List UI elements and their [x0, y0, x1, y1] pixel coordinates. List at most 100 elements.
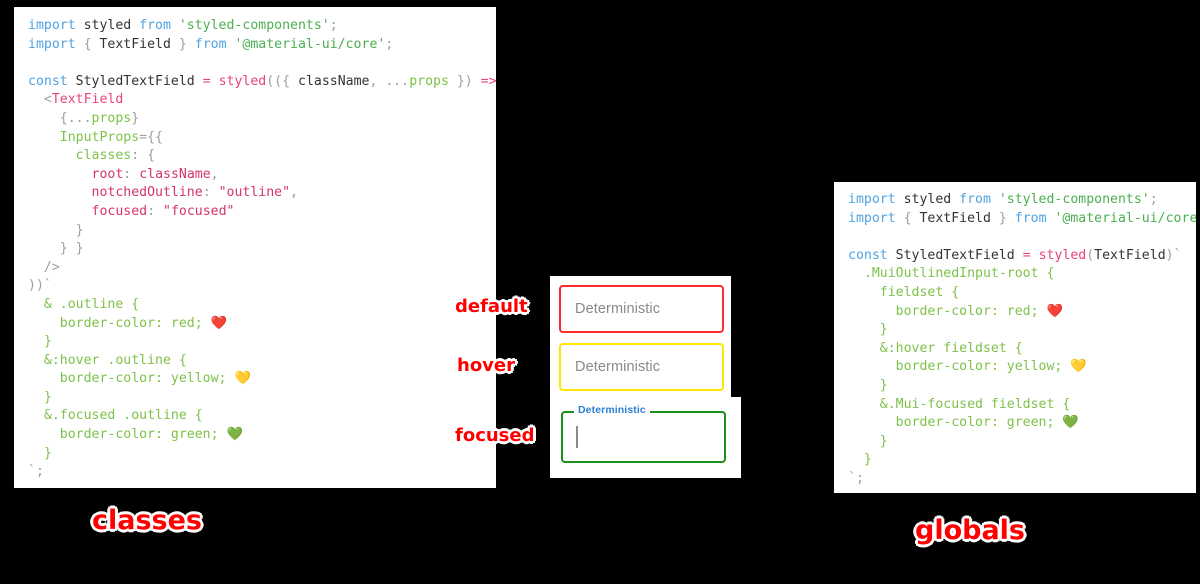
code-line: [28, 54, 496, 73]
code-line: border-color: yellow; 💛: [28, 370, 496, 389]
code-line: border-color: green; 💚: [28, 426, 496, 445]
code-line: }: [848, 451, 1196, 470]
code-token: styled: [218, 73, 267, 89]
code-panel-classes: import styled from 'styled-components';i…: [14, 7, 496, 488]
code-token: ,: [290, 185, 298, 201]
code-token: }: [28, 222, 84, 238]
code-line: import { TextField } from '@material-ui/…: [848, 210, 1196, 229]
code-token: StyledTextField: [75, 73, 203, 89]
code-token: border-color: green;: [28, 427, 227, 443]
code-token: const: [848, 247, 896, 263]
code-token: )`: [1165, 247, 1182, 263]
code-line: }: [848, 377, 1196, 396]
heart-emoji: 💛: [1070, 359, 1087, 375]
code-token: props: [91, 110, 132, 126]
code-line: <TextField: [28, 91, 496, 110]
code-token: :: [147, 203, 163, 219]
code-token: '@material-ui/core': [1054, 210, 1196, 226]
code-line: />: [28, 259, 496, 278]
code-token: ;: [385, 36, 394, 52]
code-token: TextField: [919, 210, 999, 226]
code-token: border-color: yellow;: [28, 371, 235, 387]
code-token: import: [848, 192, 904, 207]
code-token: [28, 130, 60, 145]
code-line: }: [28, 445, 496, 464]
code-line: InputProps={{: [28, 129, 496, 148]
code-token: [28, 185, 92, 200]
code-token: [28, 204, 92, 219]
code-token: import: [28, 18, 84, 33]
code-line: &:hover fieldset {: [848, 340, 1196, 359]
annotation-focused: focused: [455, 425, 535, 446]
code-line: }: [848, 321, 1196, 340]
code-line: root: className,: [28, 166, 496, 185]
code-token: classes: [75, 148, 132, 164]
code-token: & .outline {: [28, 296, 140, 312]
code-token: :: [202, 185, 219, 201]
code-panel-globals: import styled from 'styled-components'; i…: [834, 182, 1196, 493]
code-token: styled: [83, 18, 140, 33]
code-line: &.Mui-focused fieldset {: [848, 396, 1196, 415]
textfield-focused-label: Deterministic: [574, 405, 650, 416]
code-line: const StyledTextField = styled(({ classN…: [28, 73, 496, 92]
code-token: {: [282, 73, 298, 89]
code-token: '@material-ui/core': [234, 36, 386, 52]
code-token: TextField: [1094, 247, 1166, 263]
code-token: `;: [848, 470, 864, 486]
textfield-hover[interactable]: Deterministic: [559, 343, 724, 391]
code-token: {...: [28, 110, 92, 126]
code-token: ,: [210, 166, 219, 182]
code-line: border-color: green; 💚: [848, 414, 1196, 433]
code-token: from: [1014, 210, 1055, 226]
caption-globals: globals: [915, 515, 1026, 546]
code-block-classes[interactable]: import styled from 'styled-components';i…: [28, 17, 496, 482]
code-token: 'styled-components': [998, 192, 1150, 207]
heart-emoji: 💚: [1062, 415, 1079, 431]
code-token: } }: [28, 241, 84, 257]
code-token: ))`: [28, 278, 52, 294]
code-line: & .outline {: [28, 296, 496, 315]
code-token: border-color: red;: [28, 315, 211, 331]
code-token: }: [28, 334, 52, 350]
code-token: ,: [369, 73, 386, 89]
code-line: `;: [848, 470, 1196, 489]
code-token: `;: [28, 464, 44, 480]
code-token: .MuiOutlinedInput-root {: [848, 266, 1055, 282]
code-line: } }: [28, 240, 496, 259]
code-token: }: [28, 445, 52, 461]
code-token: &:hover .outline {: [28, 352, 187, 368]
code-token: }: [998, 210, 1015, 226]
code-token: {: [83, 36, 100, 52]
code-token: }): [456, 73, 481, 89]
code-line: fieldset {: [848, 284, 1196, 303]
code-token: &:hover fieldset {: [848, 340, 1023, 356]
code-token: props: [409, 73, 457, 89]
code-token: &.focused .outline {: [28, 408, 203, 424]
code-line: [848, 228, 1196, 247]
code-line: border-color: red; ❤️: [848, 303, 1196, 322]
code-block-globals[interactable]: import styled from 'styled-components'; i…: [848, 191, 1196, 489]
caption-classes: classes: [92, 505, 203, 536]
code-token: ;: [1149, 192, 1158, 207]
code-token: border-color: green;: [848, 415, 1063, 431]
code-line: border-color: red; ❤️: [28, 315, 496, 334]
textfield-default-value: Deterministic: [575, 301, 661, 317]
code-line: ))`: [28, 277, 496, 296]
code-token: ;: [329, 18, 338, 33]
code-token: }: [848, 452, 872, 468]
code-line: focused: "focused": [28, 203, 496, 222]
code-token: border-color: red;: [848, 303, 1047, 319]
code-token: from: [194, 36, 235, 52]
code-token: styled: [903, 192, 960, 207]
textfield-default[interactable]: Deterministic: [559, 285, 724, 333]
annotation-hover: hover: [457, 355, 515, 376]
textfield-focused[interactable]: Deterministic: [561, 405, 726, 463]
textfield-hover-value: Deterministic: [575, 359, 661, 375]
code-line: import { TextField } from '@material-ui/…: [28, 36, 496, 55]
code-token: ...: [385, 73, 410, 89]
code-line: }: [28, 333, 496, 352]
code-line: }: [28, 389, 496, 408]
code-token: import: [848, 210, 904, 226]
code-token: 'styled-components': [178, 18, 330, 33]
code-line: `;: [28, 463, 496, 482]
